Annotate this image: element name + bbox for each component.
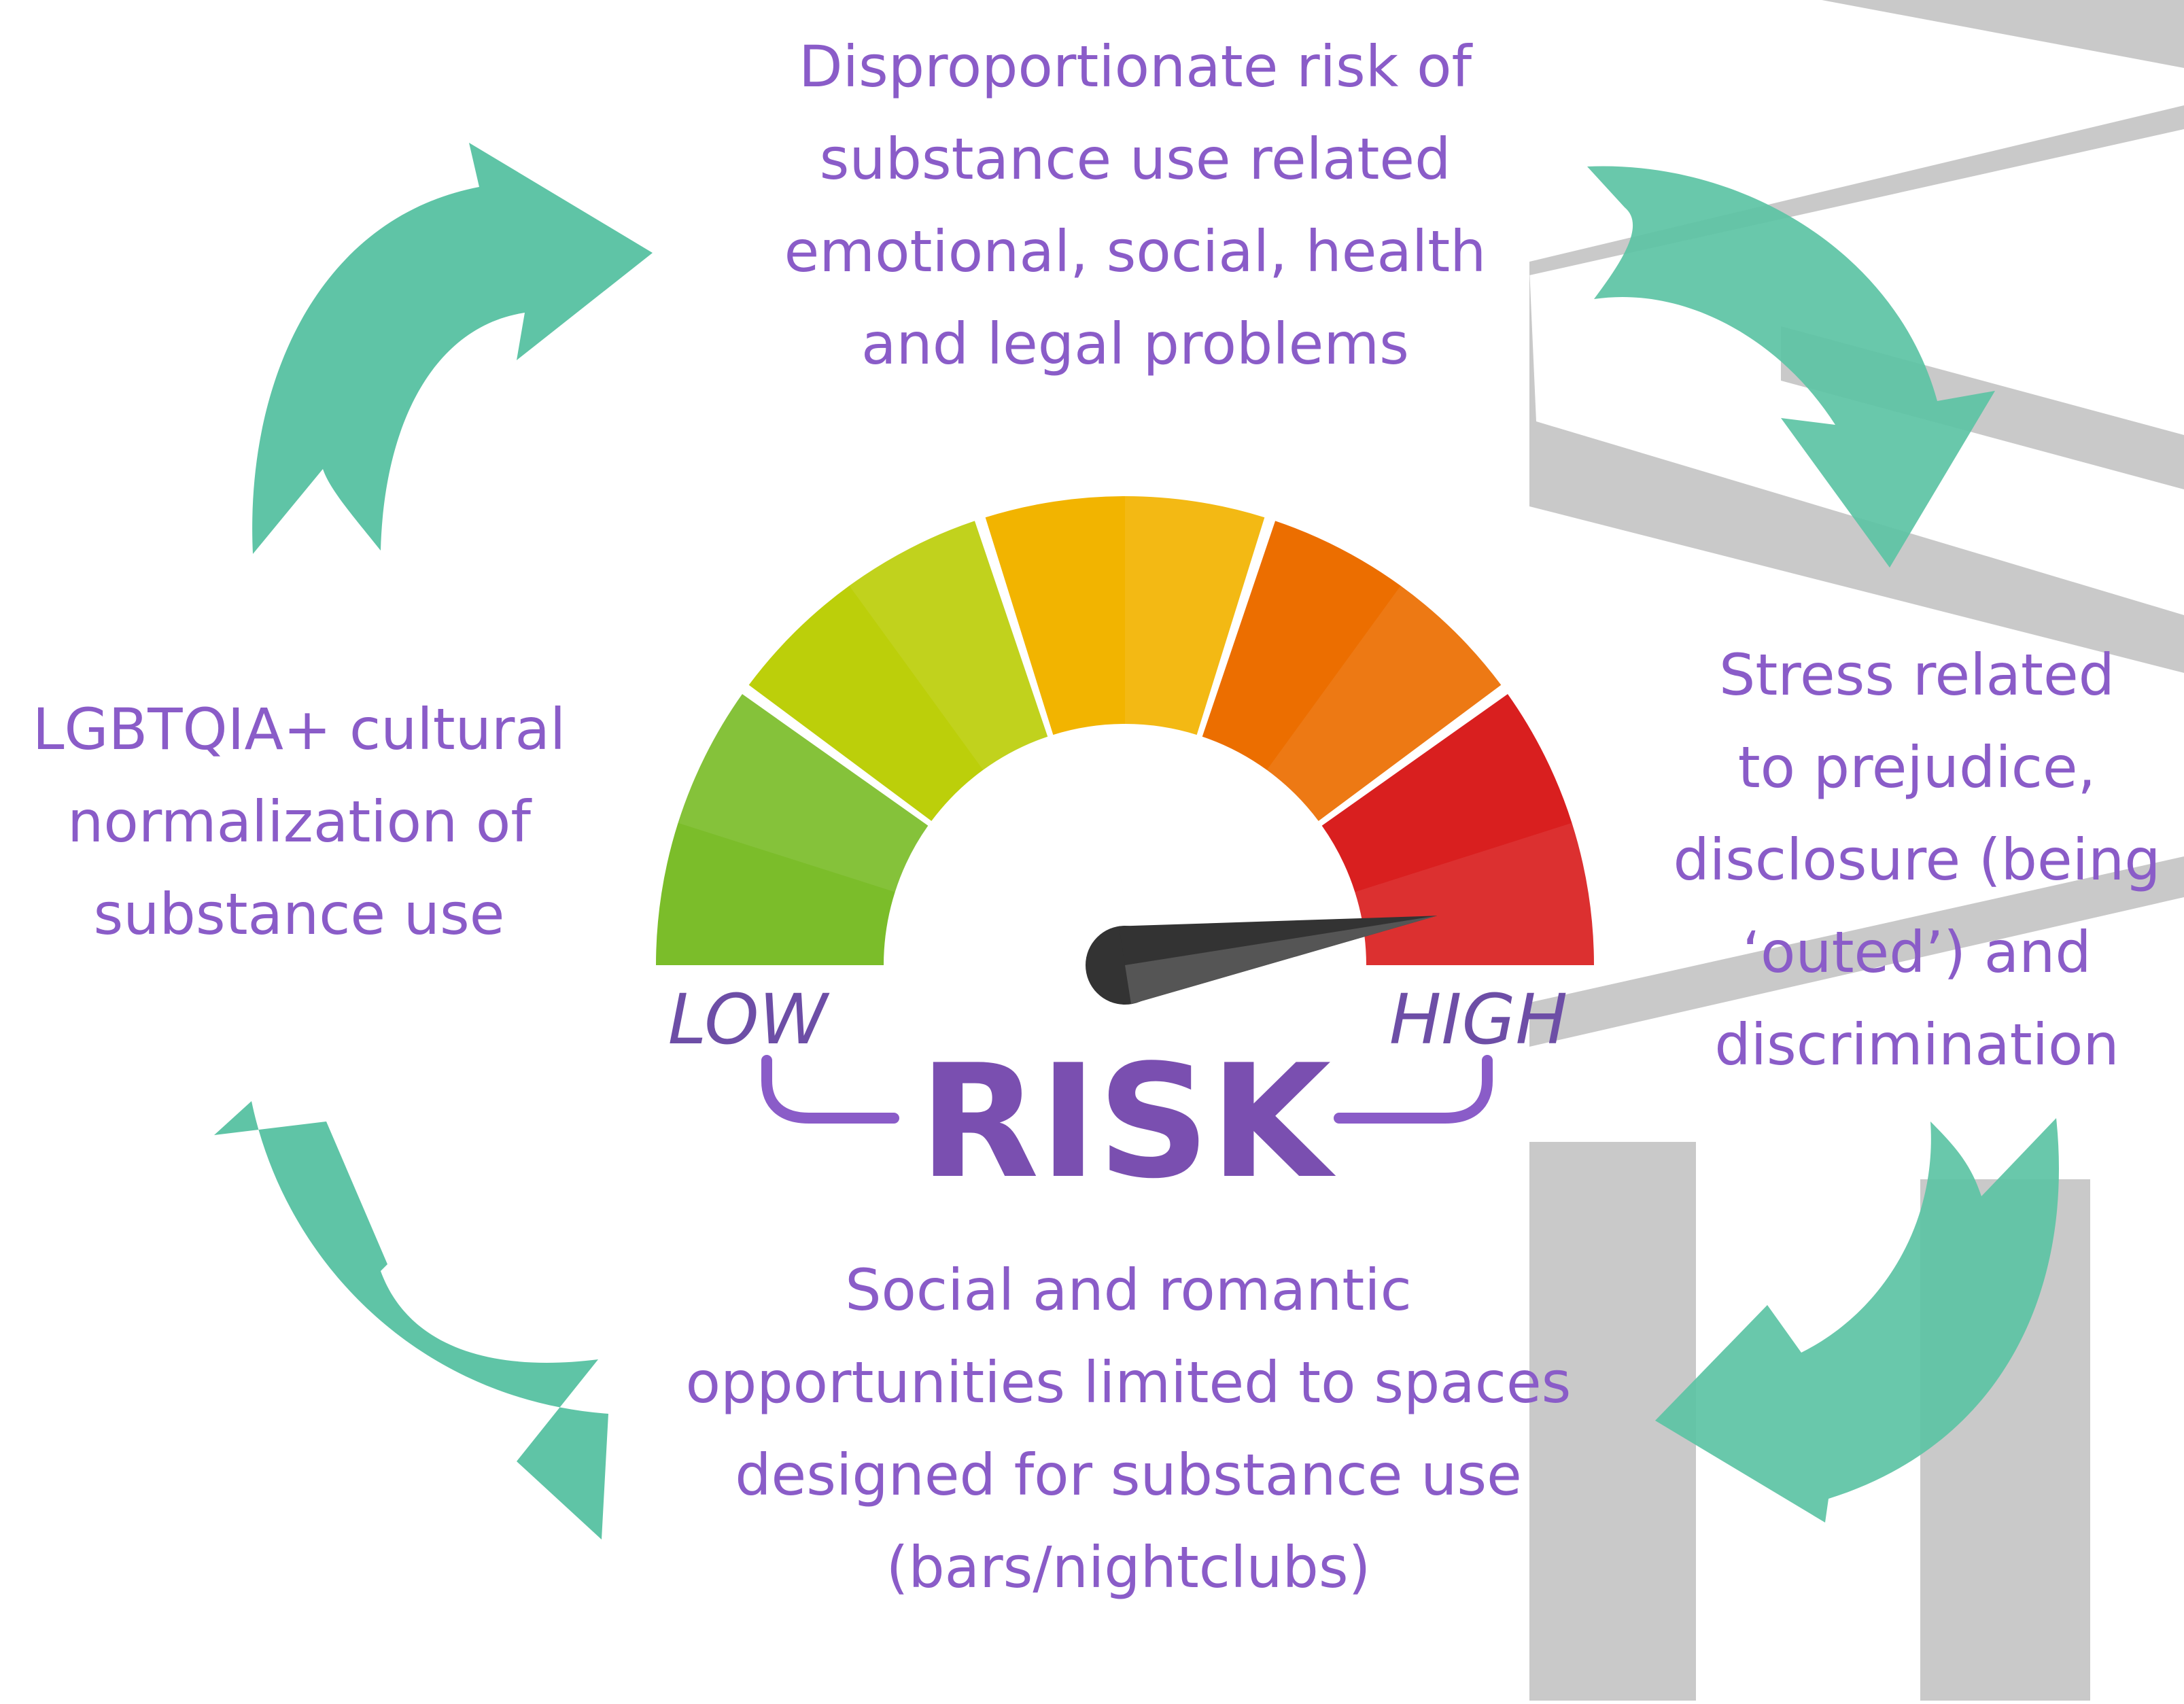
- risk-gauge: LOW HIGH RISK: [656, 496, 1594, 1213]
- gauge-segment-shade: [1266, 585, 1502, 821]
- gauge-segment-shade: [1125, 496, 1265, 735]
- caption-line: disclosure (being: [1673, 827, 2161, 893]
- caption-bottom: Social and romantic opportunities limite…: [612, 1244, 1645, 1614]
- watermark-band-1: [1529, 0, 2184, 275]
- caption-line: designed for substance use: [735, 1442, 1522, 1508]
- caption-line: and legal problems: [861, 311, 1409, 377]
- caption-line: opportunities limited to spaces: [685, 1349, 1572, 1416]
- caption-line: discrimination: [1714, 1011, 2119, 1078]
- gauge-segment-shade: [678, 694, 929, 892]
- gauge-segment: [748, 521, 1048, 821]
- watermark-band-2: [1529, 268, 2184, 673]
- gauge-segment: [656, 694, 929, 965]
- gauge-segment: [985, 496, 1265, 735]
- watermark: [1529, 0, 2184, 1701]
- gauge-segment-shade: [1355, 822, 1594, 965]
- caption-line: normalization of: [67, 788, 531, 855]
- caption-right: Stress related to prejudice, disclosure …: [1618, 629, 2184, 1091]
- risk-title: RISK: [919, 1032, 1336, 1213]
- cycle-arrows: [214, 143, 2059, 1540]
- arrow-top-right-icon: [1587, 166, 1995, 568]
- gauge-needle: [1086, 916, 1438, 1005]
- caption-line: ‘outed’) and: [1742, 919, 2092, 986]
- gauge-segment-shade: [849, 521, 1048, 770]
- needle-pointer-shade: [1125, 916, 1438, 1005]
- arrow-top-left-icon: [252, 143, 653, 554]
- caption-line: Stress related: [1719, 642, 2115, 708]
- caption-line: (bars/nightclubs): [886, 1534, 1371, 1601]
- gauge-segment: [1202, 521, 1502, 821]
- arrow-bottom-left-icon: [214, 1101, 608, 1540]
- caption-line: LGBTQIA+ cultural: [32, 696, 566, 763]
- watermark-band-3: [1529, 856, 2184, 1047]
- risk-bracket-right: [1334, 1055, 1493, 1124]
- arrow-bottom-right-icon: [1655, 1118, 2059, 1523]
- risk-bracket-left: [761, 1055, 899, 1124]
- high-label: HIGH: [1389, 979, 1568, 1060]
- low-label: LOW: [668, 979, 831, 1060]
- caption-line: substance use related: [819, 126, 1451, 192]
- caption-line: Social and romantic: [845, 1257, 1412, 1323]
- gauge-segment: [1321, 694, 1594, 965]
- caption-line: substance use: [93, 881, 505, 947]
- caption-top: Disproportionate risk of substance use r…: [707, 20, 1563, 390]
- caption-line: emotional, social, health: [784, 218, 1487, 285]
- gauge-segments: [656, 496, 1594, 965]
- caption-line: Disproportionate risk of: [798, 33, 1472, 100]
- caption-line: to prejudice,: [1737, 734, 2096, 801]
- caption-left: LGBTQIA+ cultural normalization of subst…: [0, 683, 598, 960]
